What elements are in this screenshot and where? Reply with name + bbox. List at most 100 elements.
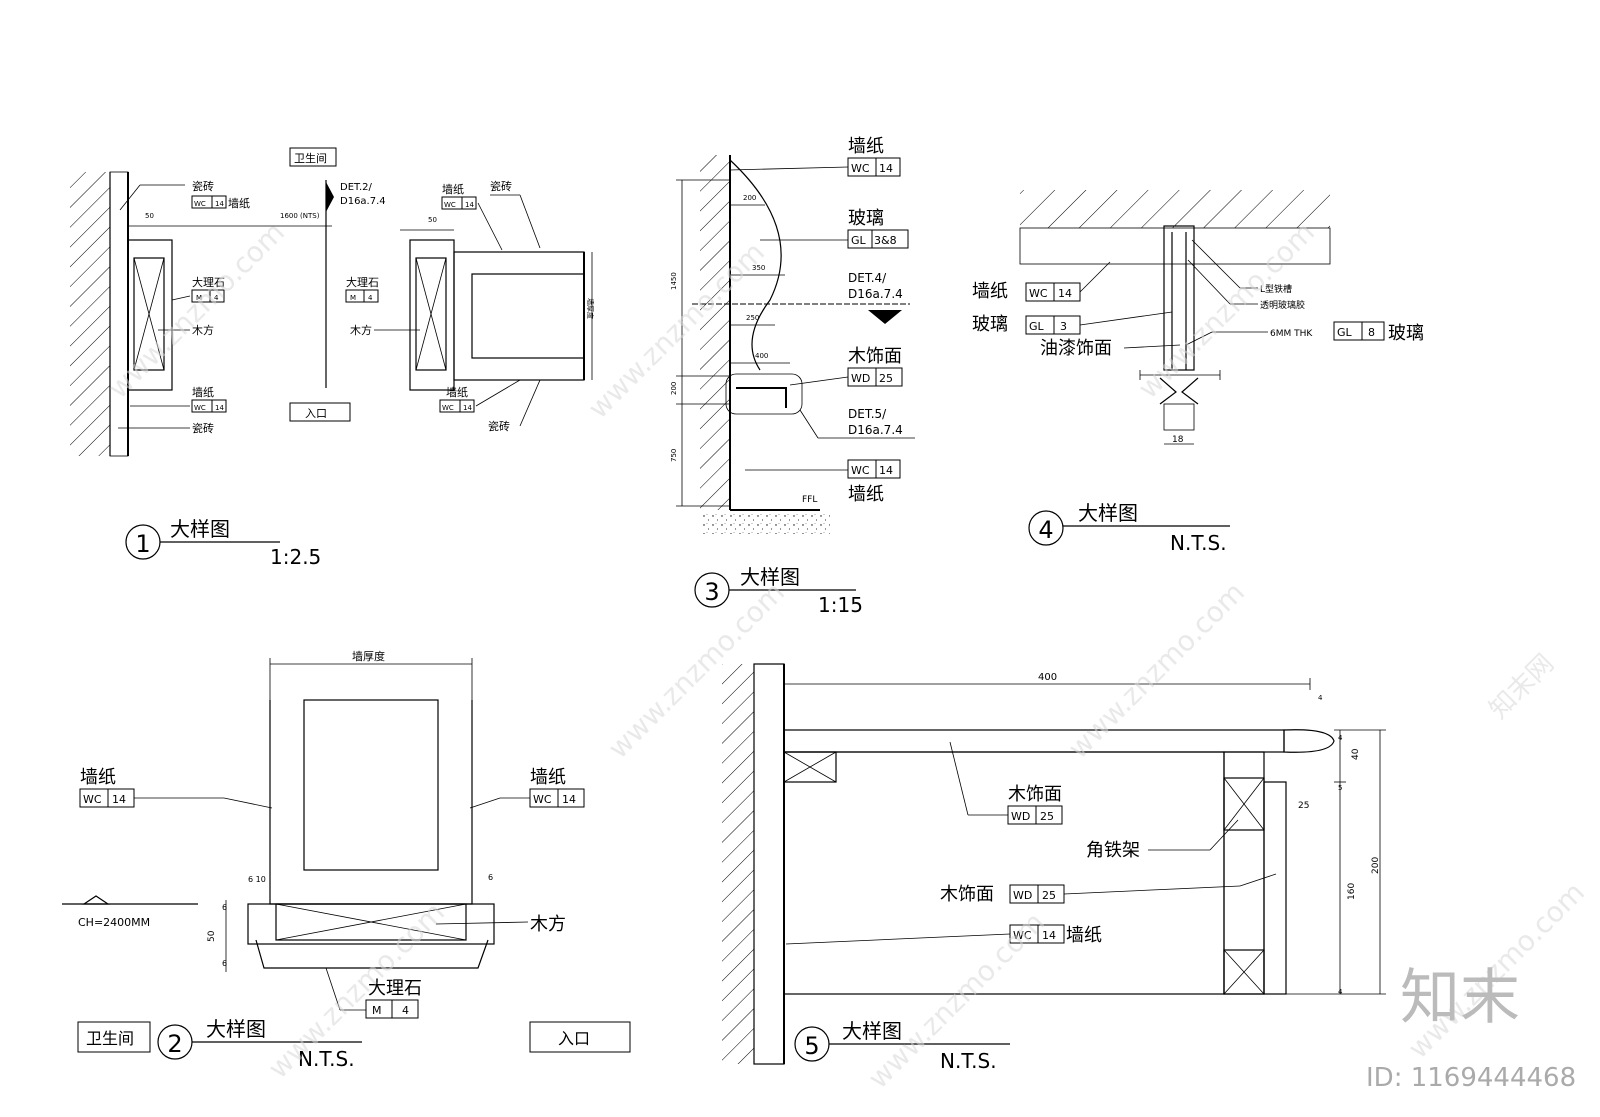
d5-dim-40: 40 — [1351, 748, 1361, 760]
watermark-logo: 知末 — [1400, 963, 1520, 1033]
d3-ffl: FFL — [802, 495, 817, 505]
title-2-name: 大样图 — [206, 1017, 266, 1041]
wall-hatch — [70, 172, 110, 456]
detail-3: 1450 200 750 200 350 250 400 墙纸 WC 14 玻璃… — [670, 136, 915, 534]
d2-dim-6c: 6 — [222, 959, 227, 968]
d5-dim-25: 25 — [1298, 801, 1309, 811]
dim-50-right: 50 — [428, 216, 437, 224]
d4-gl-num: 3 — [1060, 320, 1067, 333]
l-m-code: M — [196, 294, 202, 302]
d2-wall-thickness: 墙厚度 — [352, 649, 385, 663]
d5-wd-num-mid: 25 — [1042, 889, 1056, 902]
d5-wd-code-mid: WD — [1013, 889, 1032, 902]
l-wc-num: 14 — [215, 200, 224, 208]
l-timber: 木方 — [192, 323, 214, 337]
r-m-num: 4 — [368, 294, 373, 302]
d4-paint: 油漆饰面 — [1040, 338, 1112, 359]
title-4-scale: N.T.S. — [1170, 531, 1227, 555]
d4-wallpaper: 墙纸 — [972, 281, 1008, 302]
d5-dim-4b: 4 — [1338, 734, 1343, 742]
title-1-num: 1 — [135, 530, 150, 558]
d5-dim-4c: 4 — [1338, 988, 1343, 996]
detail-4: 18 墙纸 WC 14 玻璃 GL 3 油漆饰面 L型铁槽 透明玻璃胶 6MM … — [972, 190, 1424, 445]
d2-m-code: M — [372, 1004, 382, 1017]
d3-dim-250: 250 — [746, 314, 759, 322]
d3-wc-num-bot: 14 — [879, 464, 893, 477]
d2-timber: 木方 — [530, 914, 566, 935]
title-5-num: 5 — [804, 1032, 819, 1060]
d3-wd-code: WD — [851, 372, 870, 385]
r-wc-num-b: 14 — [463, 404, 472, 412]
title-1-name: 大样图 — [170, 517, 230, 541]
d2-dim-6-10: 6 10 — [248, 875, 266, 884]
title-4-num: 4 — [1038, 516, 1053, 544]
r-wallpaper-b: 墙纸 — [446, 385, 468, 399]
d5-wc-code: WC — [1013, 929, 1032, 942]
d3-dim-200: 200 — [743, 194, 756, 202]
d2-right-wc-code: WC — [533, 793, 552, 806]
d4-glass: 玻璃 — [972, 314, 1008, 335]
d3-glass: 玻璃 — [848, 208, 884, 229]
d5-dim-400: 400 — [1038, 672, 1057, 683]
d5-dim-160: 160 — [1347, 883, 1357, 900]
l-tile-top: 瓷砖 — [192, 179, 214, 193]
d2-ch: CH=2400MM — [78, 916, 150, 929]
title-2-num: 2 — [167, 1030, 182, 1058]
l-wallpaper: 墙纸 — [228, 196, 250, 210]
title-3-name: 大样图 — [740, 565, 800, 589]
d5-angle-frame: 角铁架 — [1086, 840, 1140, 861]
d2-marble: 大理石 — [368, 978, 422, 999]
l-wc-code: WC — [194, 200, 206, 208]
r-wc-num: 14 — [465, 201, 474, 209]
d2-m-num: 4 — [402, 1004, 409, 1017]
d3-dim-400: 400 — [755, 352, 768, 360]
l-marble: 大理石 — [192, 275, 225, 289]
d2-dim-50: 50 — [207, 930, 217, 942]
marble-jamb — [127, 239, 173, 391]
r-wallpaper: 墙纸 — [442, 182, 464, 196]
d2-entrance-tag: 入口 — [558, 1029, 590, 1048]
title-4-name: 大样图 — [1078, 501, 1138, 525]
title-2-scale: N.T.S. — [298, 1047, 355, 1071]
d5-dim-5: 5 — [1338, 784, 1342, 792]
d3-dim-350: 350 — [752, 264, 765, 272]
title-block-3: 3 大样图 1:15 — [694, 565, 863, 617]
d4-wc-code: WC — [1029, 287, 1048, 300]
d3-dim-1450: 1450 — [670, 272, 678, 290]
d5-dim-200: 200 — [1371, 857, 1381, 874]
d4-gl-num-r: 8 — [1368, 326, 1375, 339]
d4-glass-r: 玻璃 — [1388, 323, 1424, 344]
title-3-scale: 1:15 — [818, 593, 863, 617]
dim-50-left: 50 — [145, 212, 154, 220]
d2-left-wc-code: WC — [83, 793, 102, 806]
d3-wallpaper-top: 墙纸 — [848, 136, 884, 157]
d3-wd-num: 25 — [879, 372, 893, 385]
d3-dim-750: 750 — [670, 449, 678, 462]
d2-dim-6b: 6 — [222, 903, 227, 912]
l-wallpaper-b: 墙纸 — [192, 385, 214, 399]
entrance-tag-1: 入口 — [305, 407, 327, 420]
d5-wc-num: 14 — [1042, 929, 1056, 942]
r-tile-bottom: 瓷砖 — [488, 419, 510, 433]
title-block-4: 4 大样图 N.T.S. — [1028, 501, 1230, 555]
l-wc-code-b: WC — [194, 404, 206, 412]
d4-silicone: 透明玻璃胶 — [1260, 299, 1305, 311]
d5-wallpaper: 墙纸 — [1066, 925, 1102, 946]
r-tile-top: 瓷砖 — [490, 179, 512, 193]
d4-l-channel: L型铁槽 — [1260, 283, 1292, 295]
d2-left-wallpaper: 墙纸 — [80, 767, 116, 788]
d5-dim-4a: 4 — [1318, 694, 1323, 702]
l-m-num: 4 — [214, 294, 219, 302]
d2-right-wallpaper: 墙纸 — [530, 767, 566, 788]
detail-2: 墙厚度 CH=2400MM 墙纸 WC 14 墙纸 WC 14 木方 大理石 M… — [62, 649, 631, 1053]
l-wc-num-b: 14 — [215, 404, 224, 412]
d3-det5-b: D16a.7.4 — [848, 423, 903, 437]
d5-wood-top: 木饰面 — [1008, 784, 1062, 805]
d3-gl-code: GL — [851, 234, 867, 247]
detail-5: 400 40 200 160 25 4 4 5 4 木饰面 WD 25 角铁架 … — [722, 663, 1386, 1065]
d2-dim-6a: 6 — [488, 873, 493, 882]
d3-wallpaper-bot: 墙纸 — [848, 484, 884, 505]
title-block-2: 2 大样图 N.T.S. — [157, 1017, 362, 1071]
